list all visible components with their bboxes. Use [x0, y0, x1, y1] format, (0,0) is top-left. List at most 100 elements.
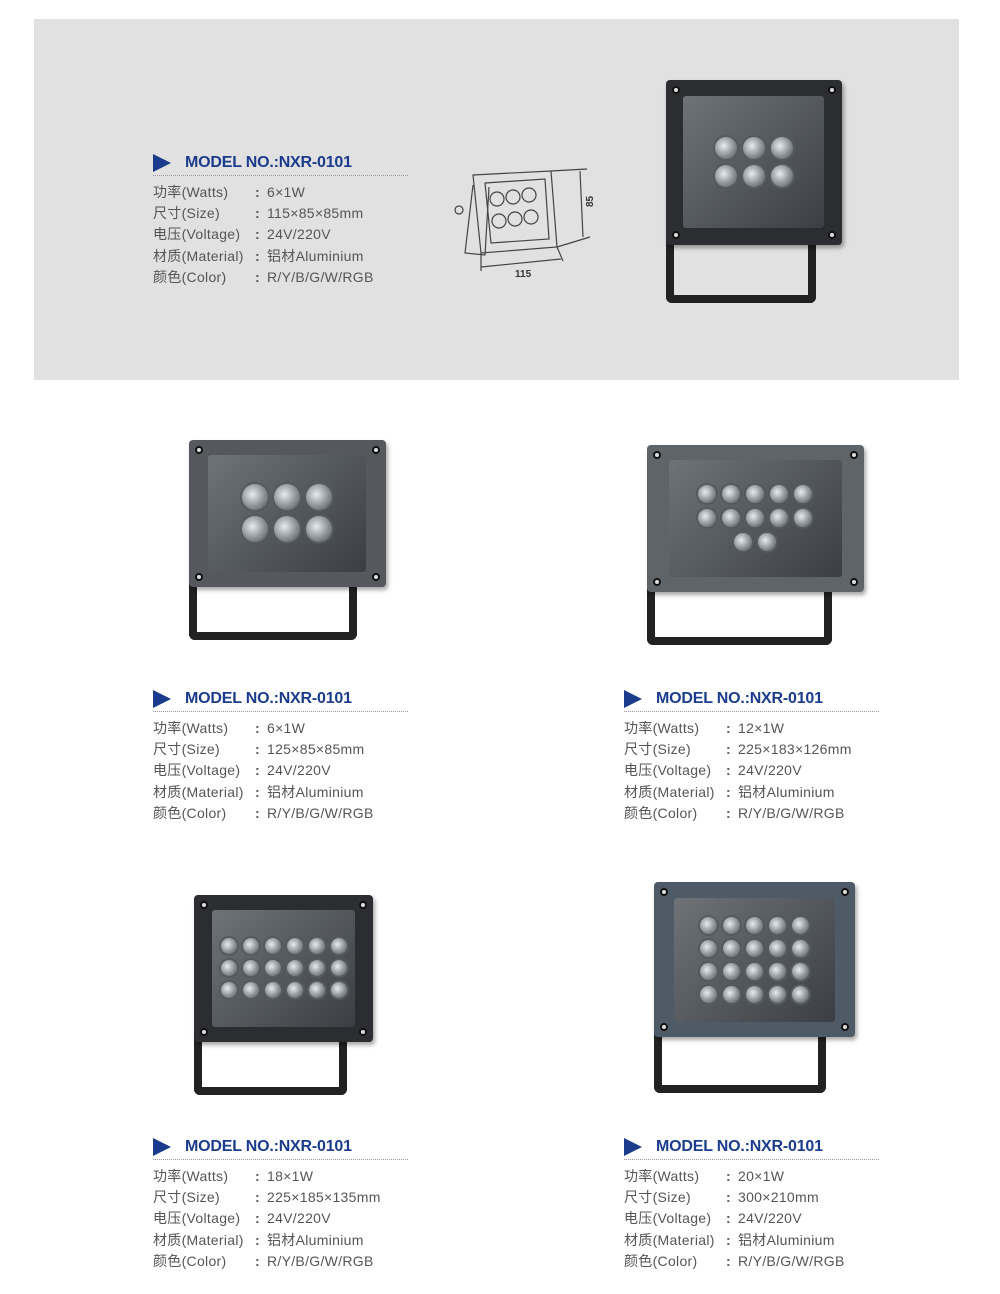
product-image-5: [625, 882, 870, 1104]
led-icon: [330, 982, 347, 999]
led-icon: [794, 485, 813, 504]
spec-label: 材质(Material): [153, 1231, 244, 1248]
spec-row: 材质(Material): 铝材Aluminium: [153, 246, 408, 267]
led-icon: [746, 509, 765, 528]
spec-colon: :: [255, 741, 260, 758]
spec-label: 功率(Watts): [624, 1168, 700, 1184]
led-icon: [308, 982, 325, 999]
model-heading: MODEL NO.:NXR-0101: [153, 1137, 408, 1160]
spec-value: 24V/220V: [267, 1210, 331, 1227]
spec-label: 电压(Voltage): [153, 762, 241, 779]
spec-row: 颜色(Color):R/Y/B/G/W/RGB: [153, 803, 408, 824]
spec-label: 材质(Material): [153, 247, 244, 264]
lamp-housing: [188, 440, 386, 587]
led-icon: [220, 960, 237, 977]
led-icon: [286, 960, 303, 977]
spec-value: R/Y/B/G/W/RGB: [738, 804, 845, 821]
mount-bracket: [654, 981, 826, 1093]
spec-row: 功率(Watts):6×1W: [153, 718, 408, 739]
spec-value: R/Y/B/G/W/RGB: [267, 804, 374, 821]
spec-label: 材质(Material): [153, 783, 244, 800]
model-heading: MODEL NO.:NXR-0101: [624, 1137, 879, 1160]
led-icon: [734, 533, 753, 552]
led-icon: [746, 939, 764, 957]
model-heading: MODEL NO.:NXR-0101: [624, 689, 879, 712]
spec-colon: :: [726, 720, 731, 736]
led-icon: [242, 982, 259, 999]
screw-icon: [194, 446, 203, 454]
mount-bracket: [646, 539, 833, 645]
model-number: MODEL NO.:NXR-0101: [656, 689, 823, 707]
led-icon: [722, 509, 741, 528]
spec-row: 功率(Watts):18×1W: [153, 1166, 408, 1187]
spec-value: 6×1W: [267, 184, 306, 200]
spec-value: 铝材Aluminium: [738, 783, 835, 800]
height-dimension: 85: [585, 195, 596, 207]
screw-icon: [671, 86, 680, 94]
spec-label: 尺寸(Size): [153, 205, 220, 222]
lamp-housing: [646, 445, 865, 592]
led-icon: [723, 939, 741, 957]
model-number: MODEL NO.:NXR-0101: [656, 1137, 823, 1155]
spec-colon: :: [255, 247, 260, 264]
model-number: MODEL NO.:NXR-0101: [185, 1137, 352, 1155]
led-icon: [306, 516, 333, 543]
spec-label: 颜色(Color): [624, 804, 698, 821]
dimension-diagram: 115 85: [454, 168, 596, 280]
led-icon: [700, 985, 718, 1003]
led-icon: [723, 962, 741, 980]
screw-icon: [841, 888, 850, 896]
led-icon: [770, 137, 793, 160]
spec-label: 功率(Watts): [153, 184, 229, 200]
screw-icon: [371, 446, 380, 454]
spec-row: 尺寸(Size):225×183×126mm: [624, 739, 879, 760]
spec-colon: :: [726, 1189, 731, 1206]
led-icon: [746, 916, 764, 934]
spec-row: 材质(Material):铝材Aluminium: [624, 1230, 879, 1251]
spec-colon: :: [255, 1189, 260, 1206]
spec-colon: :: [726, 762, 731, 779]
screw-icon: [358, 901, 367, 909]
screw-icon: [652, 451, 661, 459]
screw-icon: [660, 888, 669, 896]
spec-value: 铝材Aluminium: [267, 247, 364, 264]
spec-colon: :: [255, 1168, 260, 1184]
spec-value: 铝材Aluminium: [267, 783, 364, 800]
play-triangle-icon: [153, 689, 171, 708]
spec-value: 125×85×85mm: [267, 741, 365, 758]
screw-icon: [200, 1028, 209, 1036]
spec-label: 电压(Voltage): [153, 1210, 241, 1227]
led-icon: [242, 960, 259, 977]
led-icon: [770, 485, 789, 504]
screw-icon: [652, 578, 661, 586]
led-icon: [306, 484, 333, 511]
spec-row: 颜色(Color):R/Y/B/G/W/RGB: [153, 1251, 408, 1272]
spec-row: 颜色(Color):R/Y/B/G/W/RGB: [153, 267, 408, 288]
led-icon: [698, 509, 717, 528]
spec-label: 颜色(Color): [624, 1252, 698, 1269]
product-image-1: [640, 80, 855, 315]
spec-label: 电压(Voltage): [624, 762, 712, 779]
led-icon: [714, 137, 737, 160]
spec-colon: :: [255, 268, 260, 285]
spec-value: R/Y/B/G/W/RGB: [738, 1252, 845, 1269]
screw-icon: [850, 578, 859, 586]
lens-panel: [212, 909, 356, 1028]
spec-label: 尺寸(Size): [153, 741, 220, 758]
led-icon: [746, 962, 764, 980]
spec-colon: :: [726, 804, 731, 821]
led-icon: [220, 982, 237, 999]
led-icon: [792, 985, 810, 1003]
spec-row: 功率(Watts):6×1W: [153, 182, 408, 203]
spec-label: 功率(Watts): [153, 1168, 229, 1184]
model-number: MODEL NO.:NXR-0101: [185, 689, 352, 707]
spec-label: 功率(Watts): [624, 720, 700, 736]
spec-value: 300×210mm: [738, 1189, 819, 1206]
spec-value: 12×1W: [738, 720, 785, 736]
spec-value: R/Y/B/G/W/RGB: [267, 1252, 374, 1269]
spec-row: 尺寸(Size):225×185×135mm: [153, 1187, 408, 1208]
spec-value: 24V/220V: [738, 762, 802, 779]
lamp-housing: [194, 895, 373, 1042]
spec-value: 24V/220V: [267, 762, 331, 779]
